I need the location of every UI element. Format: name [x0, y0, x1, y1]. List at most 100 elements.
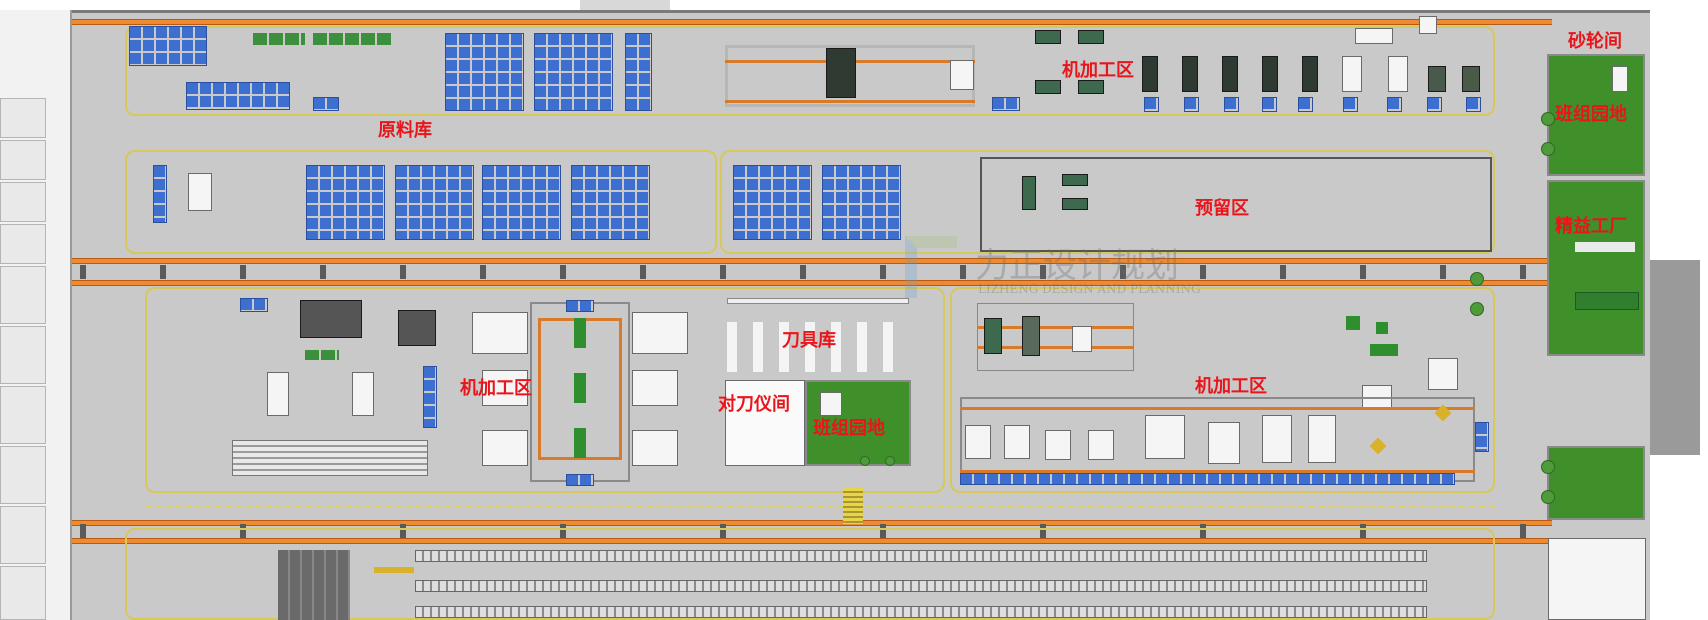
storage-bins — [153, 165, 167, 223]
green-racks — [313, 33, 391, 45]
storage-bins — [571, 165, 650, 240]
left-building-room — [0, 140, 46, 180]
machine-tool — [632, 370, 678, 406]
storage-bins — [482, 165, 561, 240]
label-team-garden-right: 班组园地 — [1555, 104, 1627, 125]
factory-garden — [1547, 180, 1645, 356]
column — [1200, 265, 1206, 279]
machine-tool — [1088, 430, 1114, 460]
storage-bins — [313, 97, 339, 111]
column — [720, 524, 726, 538]
crane-rail — [72, 520, 1552, 526]
storage-bins — [240, 298, 268, 312]
zone-middle-left — [145, 287, 945, 493]
storage-bins — [566, 300, 594, 312]
label-machining-area-right: 机加工区 — [1195, 376, 1267, 397]
machine-tool — [1045, 430, 1071, 460]
column — [960, 265, 966, 279]
machining-cell-frame — [977, 303, 1134, 371]
tool-rack-top — [727, 298, 909, 304]
label-raw-material-warehouse: 原料库 — [378, 120, 432, 141]
machine-tool — [1022, 316, 1040, 356]
machine-unit — [1078, 80, 1104, 94]
column — [1440, 265, 1446, 279]
watermark-logo — [905, 236, 957, 298]
storage-bins — [992, 97, 1020, 111]
machine-tool — [1182, 56, 1198, 92]
machine-tool — [1462, 66, 1480, 92]
conveyor-line — [415, 606, 1427, 618]
column — [880, 265, 886, 279]
machine-unit — [1062, 198, 1088, 210]
conveyor-rail — [960, 470, 1475, 473]
machine-tool — [632, 430, 678, 466]
loading-dock — [278, 550, 350, 620]
machine-tool — [1428, 66, 1446, 92]
column — [320, 265, 326, 279]
column — [1040, 265, 1046, 279]
label-machining-area-top: 机加工区 — [1062, 60, 1134, 81]
green-racks — [253, 33, 305, 45]
left-building-room — [0, 386, 46, 444]
storage-bins — [960, 473, 1455, 485]
machine-tool — [267, 372, 289, 416]
conveyor-line — [415, 580, 1427, 592]
column — [240, 265, 246, 279]
column — [400, 265, 406, 279]
machine-tool — [482, 430, 528, 466]
zone-raw-material — [125, 150, 717, 254]
gate-canopy — [580, 0, 670, 10]
tree — [885, 456, 895, 466]
machine-tool — [826, 48, 856, 98]
storage-bins — [534, 33, 613, 111]
machine-tool — [1342, 56, 1362, 92]
machine-tool — [472, 312, 528, 354]
zone-middle-upper — [720, 150, 1495, 254]
column — [1360, 524, 1366, 538]
tool-presetter-room — [725, 380, 805, 466]
machine-tool — [482, 370, 528, 406]
green-fixture — [1346, 316, 1360, 330]
garden-benches — [1575, 242, 1635, 252]
conveyor-rail — [725, 100, 975, 103]
crane-rail — [72, 19, 1552, 25]
green-fixture — [1370, 344, 1398, 356]
storage-rack — [232, 440, 428, 476]
storage-bins — [625, 33, 652, 111]
column — [1040, 524, 1046, 538]
storage-bins — [306, 165, 385, 240]
storage-bins — [1298, 97, 1313, 112]
machine-tool — [950, 60, 974, 90]
column — [240, 524, 246, 538]
storage-bins — [1387, 97, 1402, 112]
machine-unit — [1035, 30, 1061, 44]
column — [80, 265, 86, 279]
office-desk — [1355, 28, 1393, 44]
zone-bottom — [125, 528, 1495, 620]
machine-tool — [1004, 425, 1030, 459]
garden-bed — [1575, 292, 1639, 310]
watermark-text-cn: 力正设计规划 — [975, 246, 1179, 286]
crane-rail — [72, 258, 1552, 264]
column — [80, 524, 86, 538]
tree — [860, 456, 870, 466]
storage-bins — [1262, 97, 1277, 112]
green-fixtures — [574, 318, 586, 460]
left-building-room — [0, 182, 46, 222]
watermark-text-en: LIZHENG DESIGN AND PLANNING — [978, 282, 1201, 296]
tree — [1541, 142, 1555, 156]
bottom-right-block — [1548, 538, 1646, 620]
forklift — [374, 567, 414, 573]
machine-tool — [1208, 422, 1240, 464]
garden-table — [1612, 66, 1628, 92]
tree — [1470, 272, 1484, 286]
machine-tool — [352, 372, 374, 416]
storage-bins — [445, 33, 524, 111]
left-building-room — [0, 506, 46, 564]
storage-bins — [566, 474, 594, 486]
column — [1360, 265, 1366, 279]
green-racks — [305, 350, 339, 360]
machine-tool — [1262, 56, 1278, 92]
office-block — [188, 173, 212, 211]
machine-tool — [1388, 56, 1408, 92]
